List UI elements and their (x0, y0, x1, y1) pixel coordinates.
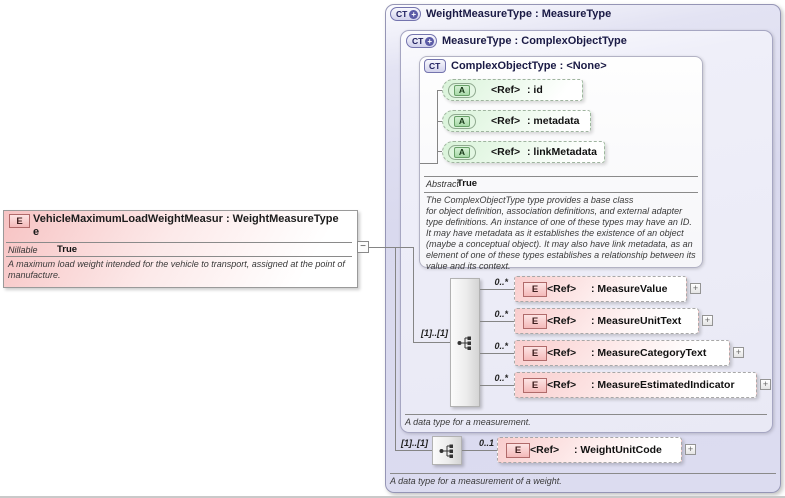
connector-line (369, 247, 414, 248)
attribute-ref: <Ref> (491, 115, 521, 127)
element-ref: <Ref> (530, 444, 560, 456)
divider (390, 473, 776, 474)
element-ref: <Ref> (547, 347, 577, 359)
element-title-line1: VehicleMaximumLoadWeightMeasur : WeightM… (33, 213, 339, 225)
cardinality-label: 0..* (494, 341, 508, 351)
cardinality-label: 0..1 (478, 438, 494, 448)
connector-line (480, 385, 514, 386)
nillable-value: True (57, 244, 78, 255)
element-row-weight-unit-code[interactable]: E <Ref> : WeightUnitCode (497, 437, 682, 463)
complex-type-icon-label: CT (396, 9, 408, 19)
element-row-measure-value[interactable]: E <Ref> : MeasureValue (514, 276, 687, 302)
cardinality-label: 0..* (494, 277, 508, 287)
connector-line (480, 353, 514, 354)
element-name: : MeasureCategoryText (591, 347, 707, 359)
attribute-icon-label: A (454, 147, 470, 158)
element-box-vehicle-maximum-load-weight-measure[interactable] (3, 210, 358, 288)
element-icon: E (523, 378, 547, 393)
abstract-value: True (457, 178, 478, 189)
connector-line (480, 321, 514, 322)
measure-type-title[interactable]: MeasureType : ComplexObjectType (442, 35, 627, 47)
element-icon: E (523, 314, 547, 329)
attribute-icon: A (448, 83, 476, 98)
complex-type-icon-label: CT (429, 61, 441, 71)
connector-line (437, 90, 438, 164)
sequence-icon (439, 444, 453, 458)
attribute-ref: <Ref> (491, 84, 521, 96)
abstract-label: Abstract (426, 179, 460, 189)
connector-line (437, 121, 443, 122)
element-name: : WeightUnitCode (574, 444, 662, 456)
divider (424, 192, 698, 193)
attribute-row-link-metadata[interactable]: A <Ref> : linkMetadata (442, 141, 605, 163)
element-row-measure-category-text[interactable]: E <Ref> : MeasureCategoryText (514, 340, 730, 366)
element-icon: E (523, 346, 547, 361)
complex-type-icon: CT (424, 59, 446, 73)
expand-toggle[interactable]: + (685, 444, 696, 455)
element-ref: <Ref> (547, 283, 577, 295)
attribute-icon: A (448, 114, 476, 129)
plus-icon: + (409, 9, 418, 19)
expand-toggle[interactable]: + (760, 379, 771, 390)
element-row-measure-estimated-indicator[interactable]: E <Ref> : MeasureEstimatedIndicator (514, 372, 757, 398)
weight-measure-type-footer: A data type for a measurement of a weigh… (390, 476, 562, 486)
complex-object-type-description: The ComplexObjectType type provides a ba… (426, 195, 696, 271)
divider (405, 414, 767, 415)
cardinality-label: 0..* (494, 373, 508, 383)
occurs-label: [1]..[1] (421, 328, 448, 338)
attribute-name: : linkMetadata (527, 146, 598, 158)
connector-line (395, 247, 396, 451)
connector-line (480, 289, 514, 290)
sequence-bar (450, 278, 480, 407)
attribute-name: : metadata (527, 115, 580, 127)
attribute-icon-label: A (454, 85, 470, 96)
element-title: VehicleMaximumLoadWeightMeasur : WeightM… (33, 213, 355, 239)
connector-line (437, 151, 443, 152)
occurs-label: [1]..[1] (401, 438, 428, 448)
element-description: A maximum load weight intended for the v… (8, 259, 345, 280)
attribute-row-id[interactable]: A <Ref> : id (442, 79, 583, 101)
element-icon: E (523, 282, 547, 297)
complex-type-icon: CT + (390, 7, 421, 21)
element-ref: <Ref> (547, 379, 577, 391)
expand-toggle[interactable]: + (690, 283, 701, 294)
attribute-row-metadata[interactable]: A <Ref> : metadata (442, 110, 591, 132)
complex-type-icon: CT + (406, 34, 437, 48)
expand-toggle[interactable]: + (702, 315, 713, 326)
expand-toggle[interactable]: + (733, 347, 744, 358)
sequence-icon (457, 336, 471, 350)
sequence-icon-box (432, 436, 462, 465)
divider (424, 176, 698, 177)
connector-line (413, 342, 450, 343)
element-name: : MeasureUnitText (591, 315, 682, 327)
element-name: : MeasureValue (591, 283, 668, 295)
nillable-label: Nillable (8, 245, 38, 255)
connector-line (395, 450, 432, 451)
connector-line (413, 247, 414, 343)
connector-line (462, 450, 497, 451)
element-ref: <Ref> (547, 315, 577, 327)
collapse-toggle[interactable]: − (357, 241, 369, 253)
element-icon: E (9, 214, 30, 228)
connector-line (420, 163, 438, 164)
divider (6, 242, 352, 243)
element-icon: E (506, 443, 530, 458)
element-name: : MeasureEstimatedIndicator (591, 379, 735, 391)
attribute-ref: <Ref> (491, 146, 521, 158)
attribute-icon-label: A (454, 116, 470, 127)
complex-object-type-title[interactable]: ComplexObjectType : <None> (451, 60, 607, 72)
element-title-line2: e (33, 226, 40, 238)
plus-icon: + (425, 36, 434, 46)
element-row-measure-unit-text[interactable]: E <Ref> : MeasureUnitText (514, 308, 699, 334)
divider (6, 256, 352, 257)
cardinality-label: 0..* (494, 309, 508, 319)
weight-measure-type-title[interactable]: WeightMeasureType : MeasureType (426, 8, 612, 20)
complex-type-icon-label: CT (412, 36, 424, 46)
attribute-name: : id (527, 84, 543, 96)
connector-line (437, 90, 443, 91)
measure-type-footer: A data type for a measurement. (405, 417, 531, 427)
attribute-icon: A (448, 145, 476, 160)
